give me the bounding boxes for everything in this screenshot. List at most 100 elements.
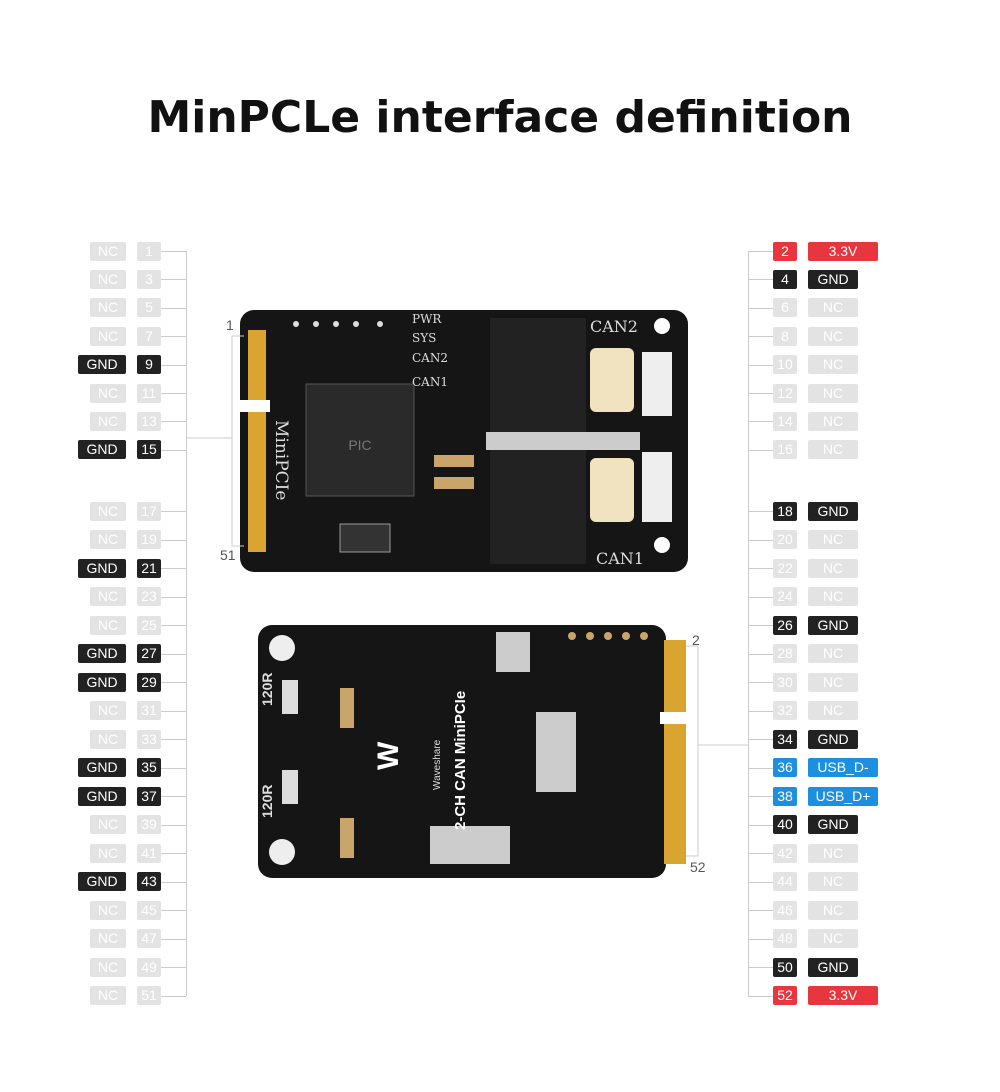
led-label-can1: CAN1: [412, 375, 448, 389]
pin-signal: 3.3V: [808, 241, 878, 261]
pin-number: 13: [137, 411, 161, 431]
pin-number: 46: [773, 900, 797, 920]
board-silk-minipcie: MiniPCIe: [271, 420, 291, 500]
pin-number: 8: [773, 326, 797, 346]
pin-leader-line: [748, 739, 773, 740]
pin-leader-line: [161, 653, 186, 655]
pin-number: 26: [773, 615, 797, 635]
pin-leader-line: [161, 421, 186, 423]
pin-number: 7: [137, 326, 161, 346]
led-label-can2: CAN2: [412, 351, 448, 365]
pin-leader-line: [748, 393, 773, 394]
pin-leader-line: [748, 853, 773, 854]
pin-signal: NC: [808, 644, 858, 663]
pin-signal: NC: [808, 355, 858, 375]
pin-leader-line: [748, 910, 773, 911]
pin-signal: NC: [90, 501, 126, 521]
pin-number: 22: [773, 558, 797, 578]
pin-leader-line: [161, 767, 186, 769]
pin-number: 28: [773, 644, 797, 663]
pin-bus-line: [186, 251, 187, 996]
pin-signal: NC: [808, 326, 858, 346]
pin-leader-line: [748, 511, 773, 512]
pin-leader-line: [748, 881, 773, 883]
pin-number: 24: [773, 587, 797, 606]
pin-number: 42: [773, 843, 797, 863]
pin-number: 27: [137, 644, 161, 663]
pin-signal: NC: [90, 269, 126, 289]
pin-leader-line: [161, 625, 186, 626]
pin-number: 14: [773, 411, 797, 431]
pin-number: 11: [137, 383, 161, 403]
pin-leader-line: [748, 682, 773, 683]
pin-leader-line: [161, 364, 186, 366]
pin-signal: NC: [808, 587, 858, 606]
pin-signal: NC: [90, 815, 126, 834]
pin-leader-line: [161, 307, 186, 309]
pin-signal: GND: [78, 786, 126, 806]
pin-number: 51: [137, 986, 161, 1005]
pin-signal: NC: [90, 929, 126, 948]
pin-signal: NC: [90, 298, 126, 318]
pin-signal: NC: [90, 957, 126, 977]
pin-number: 37: [137, 786, 161, 806]
pin-number: 45: [137, 900, 161, 920]
pin-signal: GND: [808, 615, 858, 635]
pin-signal: NC: [808, 530, 858, 549]
pin-signal: NC: [808, 383, 858, 403]
led-label-sys: SYS: [412, 331, 436, 345]
pin-signal: GND: [78, 440, 126, 460]
pin-signal: NC: [90, 530, 126, 549]
pin-number: 4: [773, 269, 797, 289]
pin-signal: GND: [808, 729, 858, 749]
brand-label: Waveshare: [432, 739, 443, 790]
resistor-label-1: 120R: [259, 673, 275, 706]
pin-number: 47: [137, 929, 161, 948]
pin-bus-line: [748, 251, 749, 996]
pin-leader-line: [161, 251, 186, 252]
pin-number: 29: [137, 672, 161, 692]
pin-number: 43: [137, 872, 161, 891]
pin-number: 17: [137, 501, 161, 521]
pin-leader-line: [748, 596, 773, 598]
pin-leader-line: [748, 449, 773, 451]
pin-leader-line: [161, 511, 186, 512]
pin-leader-line: [748, 824, 773, 826]
pin-number: 3: [137, 269, 161, 289]
pin-leader-line: [161, 279, 186, 281]
pin-signal: GND: [78, 872, 126, 891]
pin-leader-line: [748, 767, 773, 769]
pin-signal: GND: [78, 758, 126, 777]
pin-number: 49: [137, 957, 161, 977]
pin-number: 36: [773, 758, 797, 777]
pin-leader-line: [748, 336, 773, 338]
pin-signal: NC: [808, 440, 858, 460]
pin-number: 39: [137, 815, 161, 834]
pin-leader-line: [161, 938, 186, 940]
top-board-front: PIC PWR SYS CAN2 CAN1 CAN2 CAN1 MiniPCIe: [240, 310, 688, 572]
pin-first-label: 1: [226, 317, 234, 333]
pin-leader-line: [161, 739, 186, 740]
pin-number: 20: [773, 530, 797, 549]
pin-leader-line: [161, 995, 186, 997]
pin-signal: USB_D-: [808, 758, 878, 777]
pin-signal: NC: [808, 900, 858, 920]
pin-leader-line: [748, 568, 773, 569]
pin-leader-line: [161, 824, 186, 826]
pin-leader-line: [161, 881, 186, 883]
pin-number: 50: [773, 957, 797, 977]
pin-leader-line: [748, 967, 773, 968]
pin-number: 21: [137, 558, 161, 578]
pin-signal: GND: [78, 355, 126, 375]
pin-number: 38: [773, 786, 797, 806]
pin-signal: USB_D+: [808, 786, 878, 806]
pin-number: 32: [773, 701, 797, 720]
pin-leader-line: [161, 796, 186, 797]
pin-signal: NC: [90, 615, 126, 635]
pin-number: 23: [137, 587, 161, 606]
pin-leader-line: [748, 364, 773, 366]
pin-leader-line: [748, 625, 773, 626]
pin-number: 52: [773, 986, 797, 1005]
